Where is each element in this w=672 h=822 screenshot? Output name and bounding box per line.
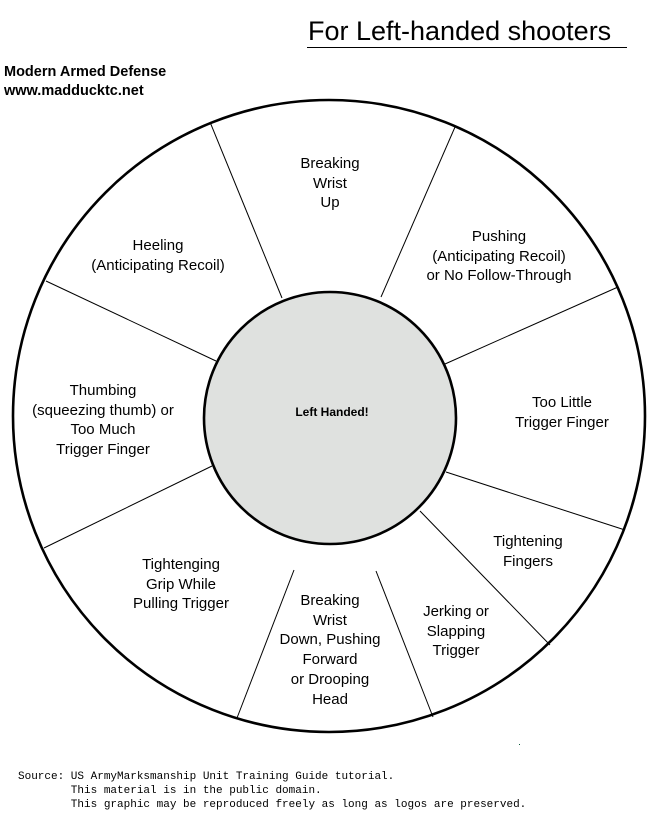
page-title: For Left-handed shooters: [308, 16, 612, 46]
center-circle: [202, 290, 458, 546]
source-line: Source: US ArmyMarksmanship Unit Trainin…: [18, 771, 395, 783]
segment-label-line: Breaking: [300, 155, 360, 172]
segment-label-line: Up: [320, 194, 340, 212]
segment-label-line: Tightenging: [142, 556, 220, 573]
segment-label-line: or No Follow-Through: [426, 267, 572, 285]
organization-name: Modern Armed Defense: [4, 64, 167, 80]
segment-label-line: Head: [312, 690, 348, 708]
segment-label-line: Trigger Finger: [515, 413, 609, 431]
segment-label-line: Heeling: [132, 237, 184, 254]
segment-label-line: Forward: [302, 651, 358, 669]
segment-label-line: Too Much: [70, 421, 136, 439]
divider-breaking-up-pushing: [380, 126, 456, 298]
divider-jerking-breaking-down: [375, 570, 434, 718]
segment-label-line: Wrist: [313, 174, 347, 192]
segment-heeling: Heeling (Anticipating Recoil): [91, 236, 224, 275]
divider-pushing-too-little: [444, 286, 619, 365]
segment-label-line: Wrist: [313, 611, 347, 629]
segment-label-line: (squeezing thumb) or: [32, 401, 174, 419]
divider-too-little-tightening: [445, 471, 626, 531]
segment-label-line: (Anticipating Recoil): [91, 256, 225, 274]
divider-grip-thumbing: [43, 465, 213, 549]
segment-label-line: (Anticipating Recoil): [432, 247, 566, 265]
segment-label-line: Tightening: [493, 533, 563, 550]
segment-label-line: or Drooping: [290, 670, 370, 688]
segment-label-line: Fingers: [502, 552, 554, 570]
segment-label-line: Thumbing: [69, 382, 137, 399]
title-underline: [307, 47, 627, 48]
segment-label-line: Pulling Trigger: [133, 595, 229, 613]
divider-breaking-down-grip: [236, 569, 295, 719]
segment-label-line: Too Little: [531, 394, 593, 411]
segment-label-line: Trigger Finger: [56, 441, 150, 459]
divider-tightening-jerking: [419, 510, 551, 646]
segment-label-line: Pushing: [471, 228, 527, 245]
segment-label-line: Slapping: [426, 622, 486, 640]
segment-label-line: Grip While: [145, 575, 217, 593]
source-note: Source: US ArmyMarksmanship Unit Trainin…: [18, 770, 526, 812]
segment-label-line: Down, Pushing: [279, 631, 381, 649]
segment-label-line: Trigger: [432, 642, 480, 660]
segment-label-line: Jerking or: [423, 603, 489, 620]
reproduction-line: This graphic may be reproduced freely as…: [18, 799, 527, 811]
stray-pixel: [519, 744, 520, 745]
brand-block: Modern Armed Defense www.madducktc.net: [4, 63, 166, 101]
public-domain-line: This material is in the public domain.: [18, 785, 322, 797]
center-label: Left Handed!: [295, 405, 369, 419]
segment-dividers: [43, 121, 626, 719]
divider-heeling-breaking-up: [209, 121, 283, 299]
website-link[interactable]: www.madducktc.net: [4, 83, 144, 99]
segment-label-line: Breaking: [300, 592, 360, 609]
divider-thumbing-heeling: [45, 280, 217, 362]
segment-pushing: Pushing (Anticipating Recoil) or No Follow…: [426, 227, 571, 286]
